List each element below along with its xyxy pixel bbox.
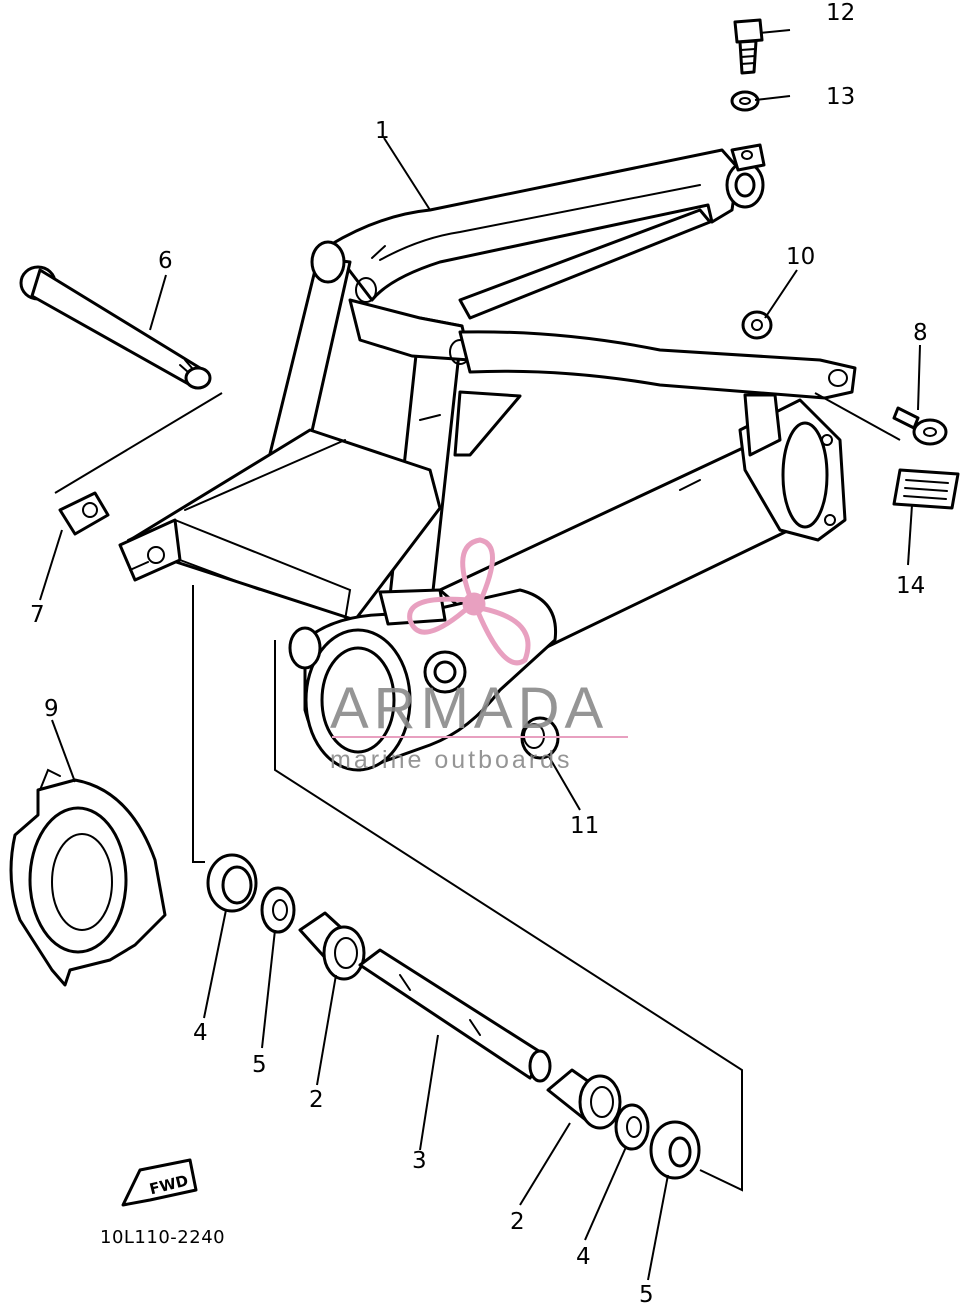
part-4-seal-right xyxy=(649,1120,701,1180)
part-4-seal-left xyxy=(206,853,258,913)
assembly-lines xyxy=(54,392,901,1192)
diagram-code: 10L110-2240 xyxy=(100,1227,225,1248)
callout-leaders xyxy=(39,29,921,1281)
part-11-bolt xyxy=(733,18,764,75)
part-5-washer-left xyxy=(260,886,296,934)
fwd-arrow-icon: FWD xyxy=(121,1158,198,1207)
callout-11: 12 xyxy=(826,0,855,26)
armada-watermark: ARMADA marine outboards xyxy=(330,537,628,774)
part-7-washer xyxy=(58,491,110,536)
callout-2-right: 2 xyxy=(510,1209,525,1235)
watermark-accent-line xyxy=(332,736,628,738)
part-8-cover xyxy=(9,768,167,987)
callout-4-right: 5 xyxy=(639,1282,654,1304)
part-2-bearing-right xyxy=(546,1068,622,1130)
callout-labels: 12 13 1 6 10 8 14 7 9 11 4 5 2 3 2 4 5 xyxy=(30,0,928,1304)
callout-6: 6 xyxy=(158,248,173,274)
part-5-washer-right xyxy=(614,1103,650,1151)
callout-9: 8 xyxy=(913,320,928,346)
callout-12: 13 xyxy=(826,84,855,110)
callout-7: 7 xyxy=(30,602,45,628)
propeller-logo-icon xyxy=(407,537,531,666)
part-9-bolt xyxy=(892,406,948,446)
part-6-pivot-shaft xyxy=(19,265,212,390)
callout-13: 11 xyxy=(570,813,599,839)
callout-3: 3 xyxy=(412,1148,427,1174)
part-14-label-plate xyxy=(892,468,960,510)
callout-5-right: 4 xyxy=(576,1244,591,1270)
part-3-shaft xyxy=(358,948,552,1083)
drive-tube xyxy=(288,393,847,772)
part-10-nut xyxy=(741,310,773,340)
part-12-nut xyxy=(730,90,760,112)
callout-1: 1 xyxy=(375,118,390,144)
watermark-brand: ARMADA xyxy=(330,676,608,741)
callout-8: 9 xyxy=(44,696,59,722)
callout-4-left: 4 xyxy=(193,1020,208,1046)
callout-2-left: 2 xyxy=(309,1087,324,1113)
callout-5-left: 5 xyxy=(252,1052,267,1078)
callout-14: 14 xyxy=(896,573,925,599)
part-2-bearing-left xyxy=(298,911,366,981)
watermark-tagline: marine outboards xyxy=(330,746,573,774)
callout-10: 10 xyxy=(786,244,815,270)
